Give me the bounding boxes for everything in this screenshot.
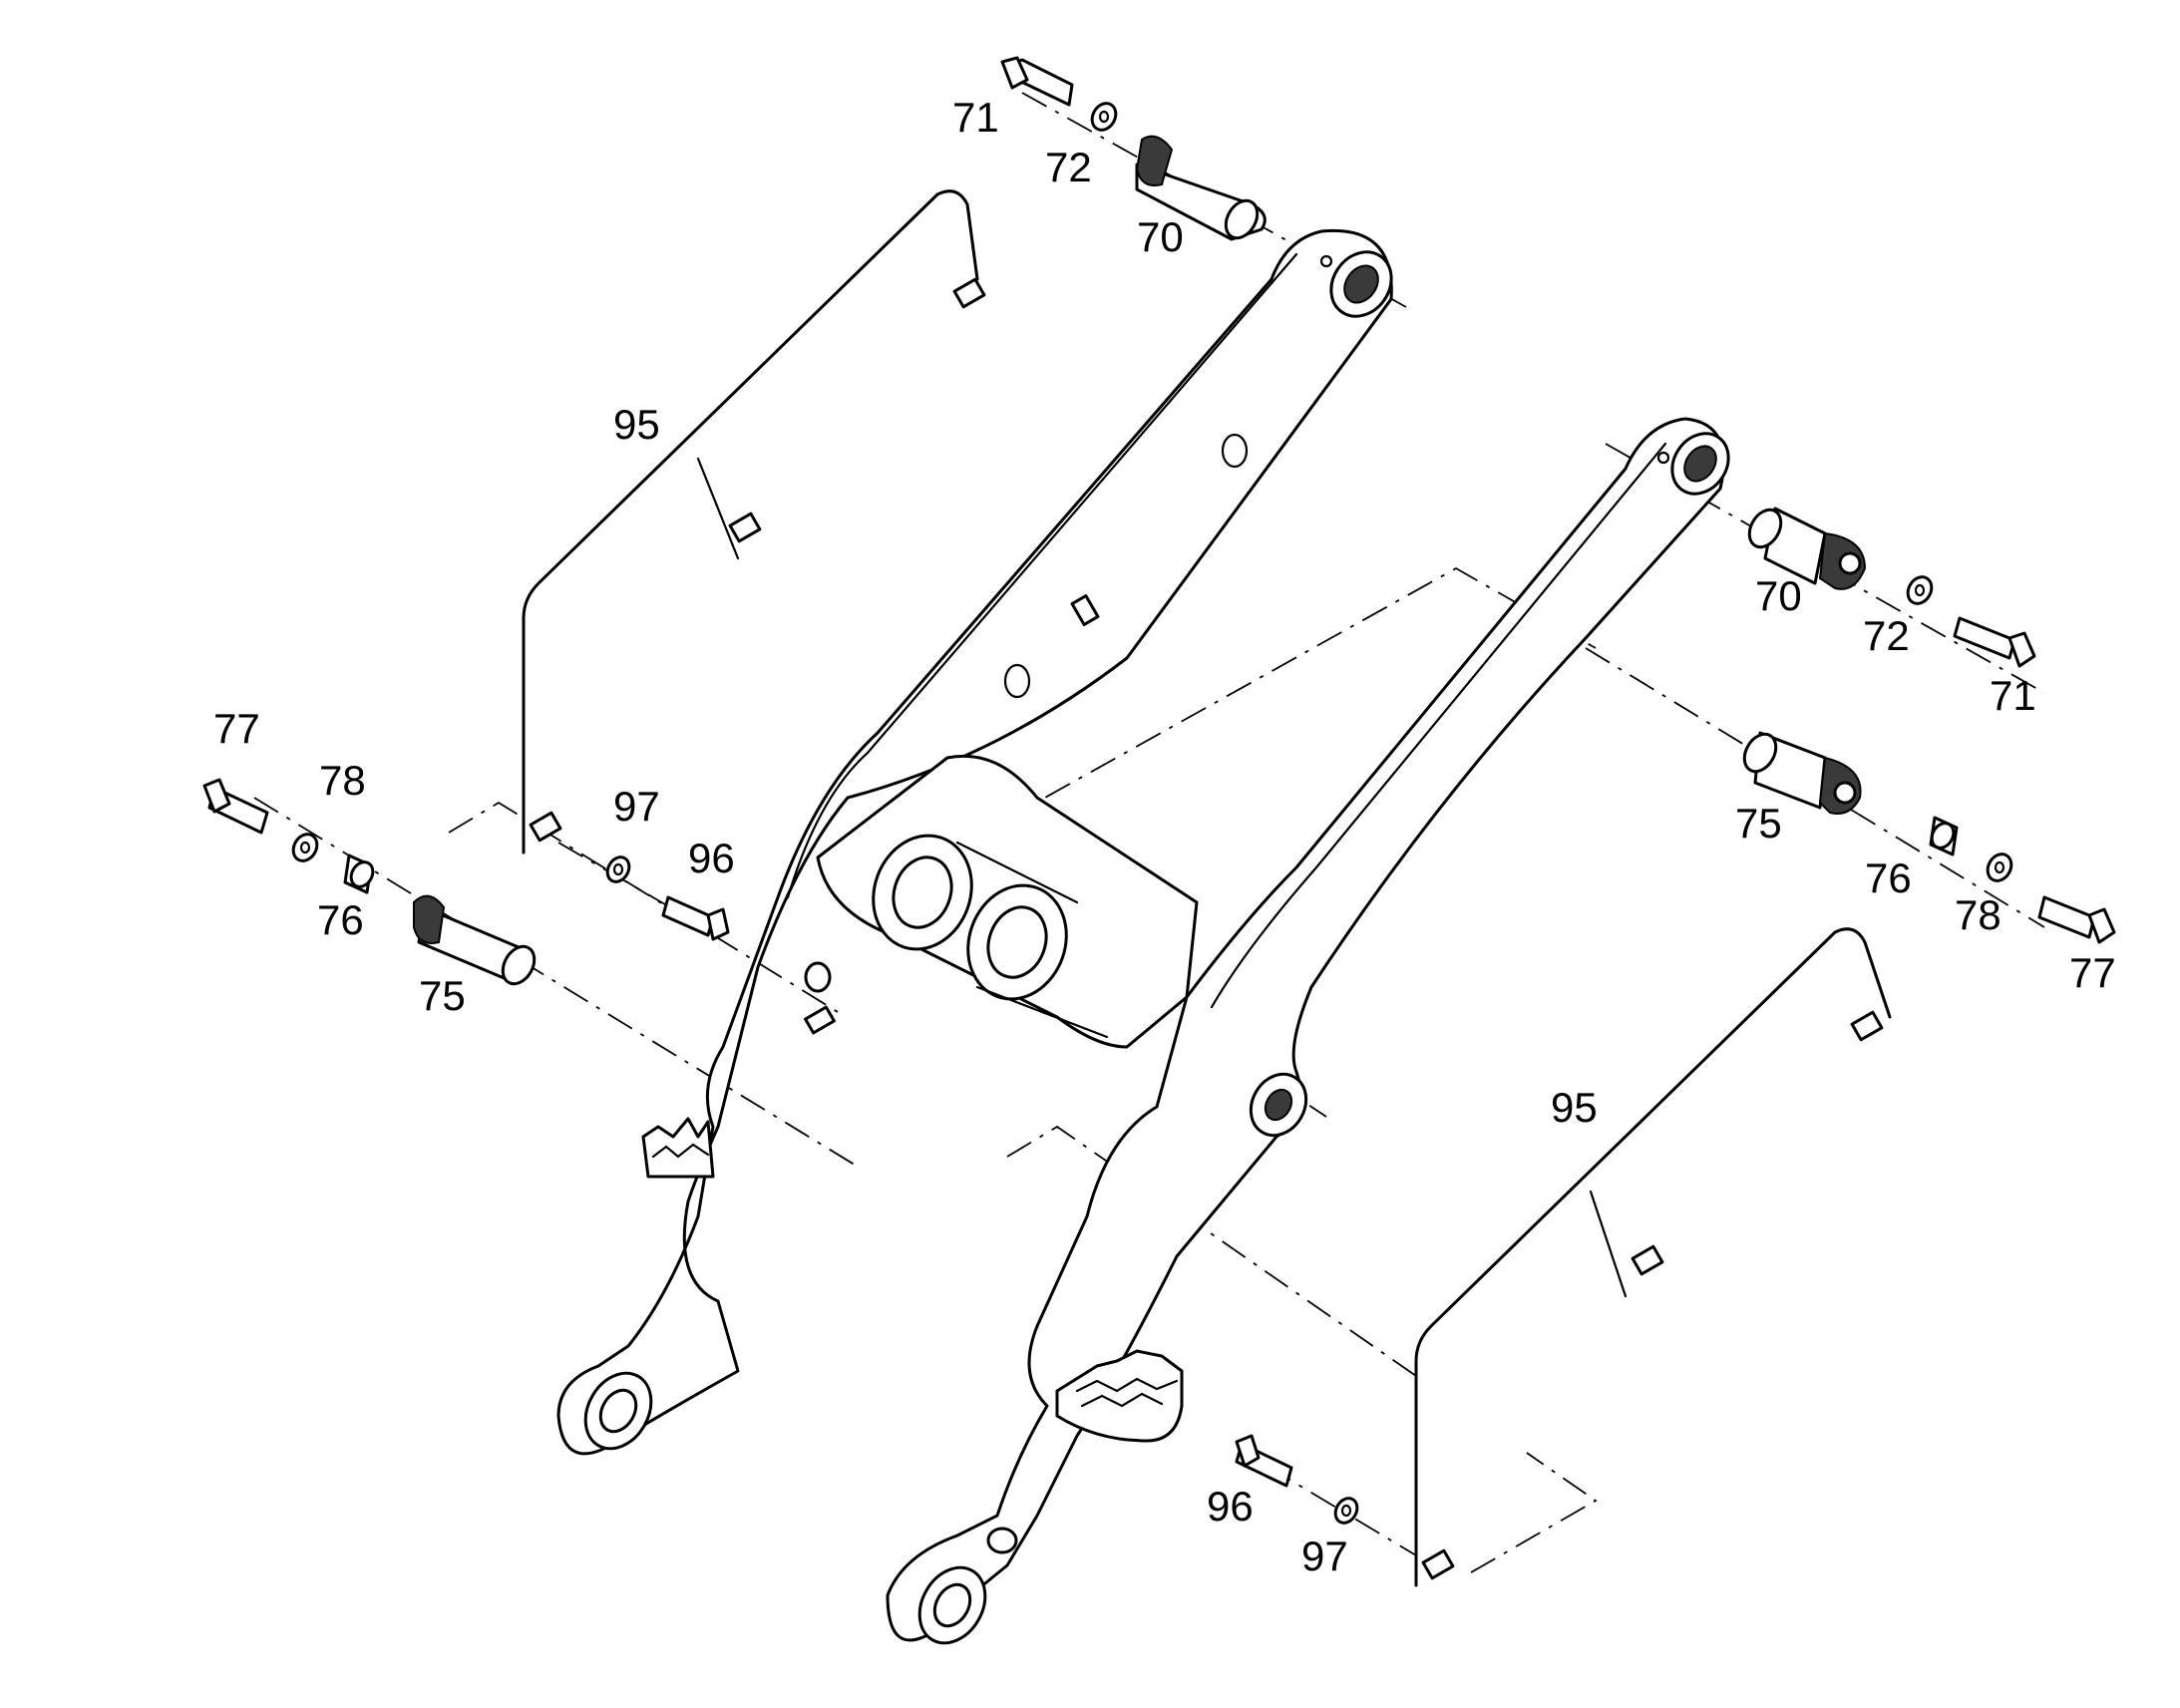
pin-75-left bbox=[413, 894, 537, 986]
callout-70-top: 70 bbox=[1137, 213, 1184, 260]
cross-tube bbox=[804, 754, 1199, 1049]
bolt-77-right bbox=[2037, 895, 2116, 944]
right-guard-rail bbox=[1414, 927, 1892, 1587]
callout-95-right: 95 bbox=[1551, 1084, 1598, 1131]
callout-78-left: 78 bbox=[319, 757, 366, 804]
callout-97-right: 97 bbox=[1301, 1533, 1348, 1579]
callout-71-right: 71 bbox=[1990, 672, 2036, 719]
callout-77-left: 77 bbox=[213, 705, 260, 752]
pin-75-right bbox=[1742, 731, 1862, 815]
bolt-77-left bbox=[202, 778, 269, 835]
pin-70-right bbox=[1747, 507, 1867, 590]
callout-96-left: 96 bbox=[688, 835, 735, 881]
callout-95-left: 95 bbox=[613, 401, 660, 448]
callout-labels: 71 72 70 95 70 72 71 77 78 97 96 76 75 7… bbox=[213, 94, 2116, 1579]
washers-and-spacers bbox=[291, 102, 2013, 1525]
left-guard-rail bbox=[522, 189, 986, 854]
callout-76-right: 76 bbox=[1865, 854, 1912, 901]
callout-70-right: 70 bbox=[1755, 572, 1802, 619]
left-step bbox=[641, 1117, 715, 1179]
callout-97-left: 97 bbox=[613, 783, 660, 830]
right-lift-arm bbox=[886, 417, 1730, 1645]
callout-96-right: 96 bbox=[1207, 1483, 1254, 1530]
callout-71-top: 71 bbox=[952, 94, 999, 141]
callout-75-left: 75 bbox=[419, 972, 466, 1019]
callout-72-right: 72 bbox=[1863, 612, 1910, 659]
right-step bbox=[1055, 1349, 1184, 1443]
left-lift-arm bbox=[556, 228, 1393, 1456]
bolt-96-right bbox=[1235, 1434, 1293, 1488]
callout-78-right: 78 bbox=[1955, 891, 2001, 938]
pin-70-top bbox=[1135, 135, 1267, 241]
callout-77-right: 77 bbox=[2069, 949, 2116, 996]
callout-76-left: 76 bbox=[317, 896, 364, 943]
bolt-96-left bbox=[661, 895, 730, 941]
bolt-71-top bbox=[1000, 56, 1074, 107]
bolt-71-right bbox=[1953, 616, 2036, 668]
callout-72-top: 72 bbox=[1045, 144, 1092, 190]
callout-75-right: 75 bbox=[1735, 800, 1782, 847]
